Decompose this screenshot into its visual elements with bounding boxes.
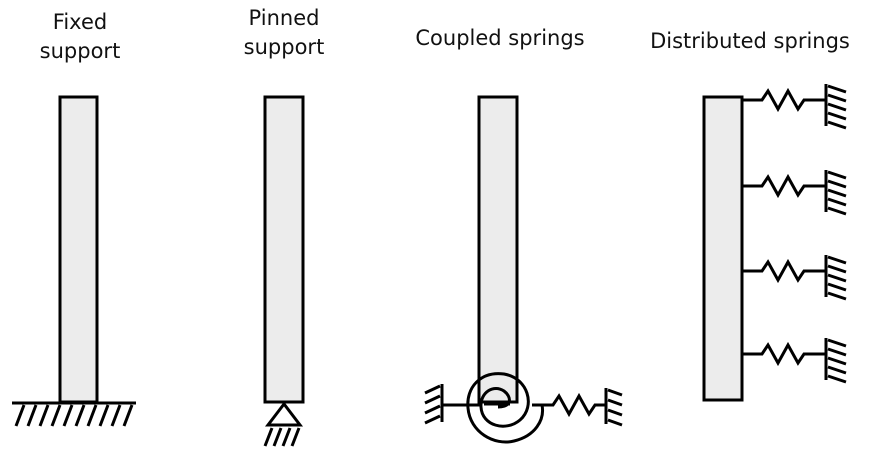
fixed-column [58, 95, 99, 404]
translational-spring [532, 392, 606, 418]
pinned-column [263, 95, 305, 404]
spring-row-4 [742, 338, 847, 384]
spring-row-3 [742, 255, 847, 301]
coupled-springs-label: Coupled springs [415, 26, 585, 50]
rotational-spring [466, 372, 545, 444]
right-ground-hatch [607, 388, 623, 427]
fixed-support-label: Fixed support [39, 10, 121, 63]
pinned-support [263, 95, 305, 447]
distributed-springs-support [702, 84, 847, 402]
coupled-springs-support [424, 95, 623, 444]
distributed-springs-label: Distributed springs [650, 29, 850, 53]
pin-hatch [263, 427, 301, 447]
fixed-ground-hatch [14, 404, 134, 427]
pinned-support-label: Pinned support [243, 6, 325, 59]
coupled-column [477, 95, 519, 404]
left-ground-hatch [424, 384, 441, 425]
fixed-support [12, 95, 136, 427]
spring-row-2 [742, 170, 847, 216]
spring-row-1 [742, 84, 847, 130]
distributed-column [702, 95, 744, 402]
pin-triangle [264, 401, 304, 427]
